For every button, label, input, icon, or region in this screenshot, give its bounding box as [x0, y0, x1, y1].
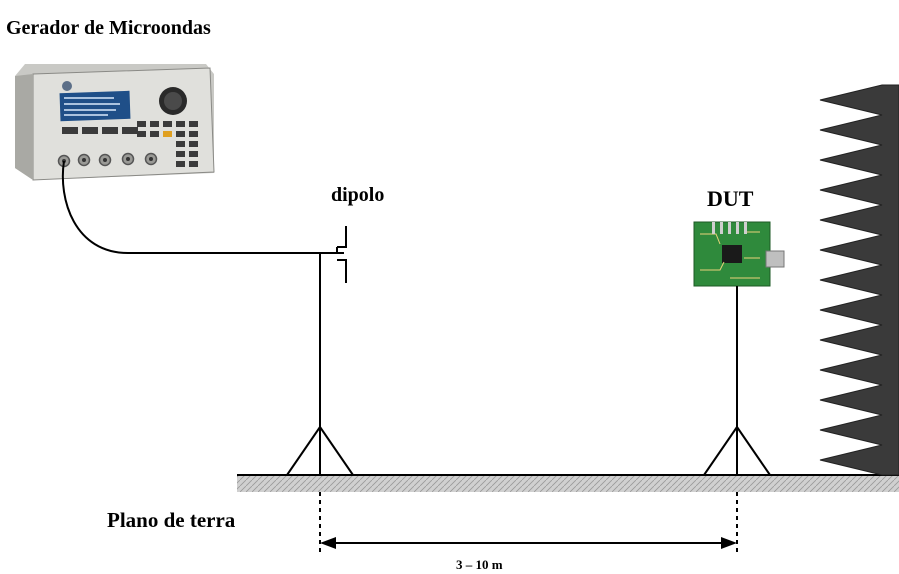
coax-cable [61, 160, 344, 254]
distance-label: 3 – 10 m [456, 557, 503, 572]
dut-label: DUT [707, 186, 754, 211]
microwave-generator-icon [15, 64, 215, 181]
distance-arrow [320, 537, 737, 549]
absorber-wall-icon [819, 84, 899, 476]
dut-board-icon [693, 221, 785, 287]
dipole-label: dipolo [331, 184, 385, 206]
ground-plane [237, 474, 899, 492]
dut-mast [703, 286, 771, 476]
dimension-guides [319, 492, 738, 556]
generator-title: Gerador de Microondas [6, 17, 211, 39]
dipole-antenna-icon [336, 226, 347, 283]
dipole-mast [286, 253, 354, 476]
ground-plane-label: Plano de terra [107, 508, 236, 532]
